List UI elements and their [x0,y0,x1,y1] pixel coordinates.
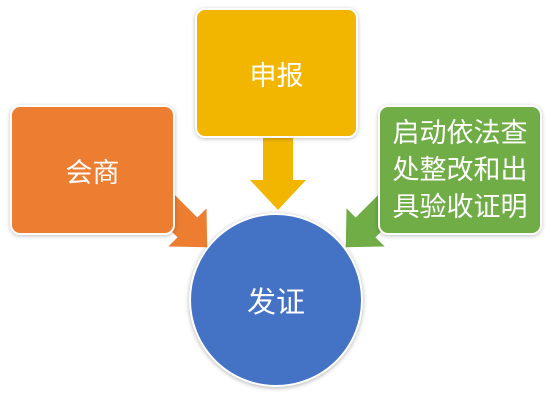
node-enforcement-line-2: 处整改和出 [392,154,528,186]
node-shenbao: 申报 [195,8,358,138]
node-shenbao-label: 申报 [249,60,304,92]
node-enforcement-line-3: 具验收证明 [392,191,528,223]
node-huishang: 会商 [10,105,175,235]
node-fazheng-label: 发证 [246,285,305,319]
node-enforcement-acceptance: 启动依法查 处整改和出 具验收证明 [378,105,542,235]
arrow-shenbao-to-fazheng [250,138,306,210]
node-enforcement-line-1: 启动依法查 [392,117,528,149]
node-huishang-label: 会商 [65,157,120,189]
node-fazheng: 发证 [189,213,363,387]
